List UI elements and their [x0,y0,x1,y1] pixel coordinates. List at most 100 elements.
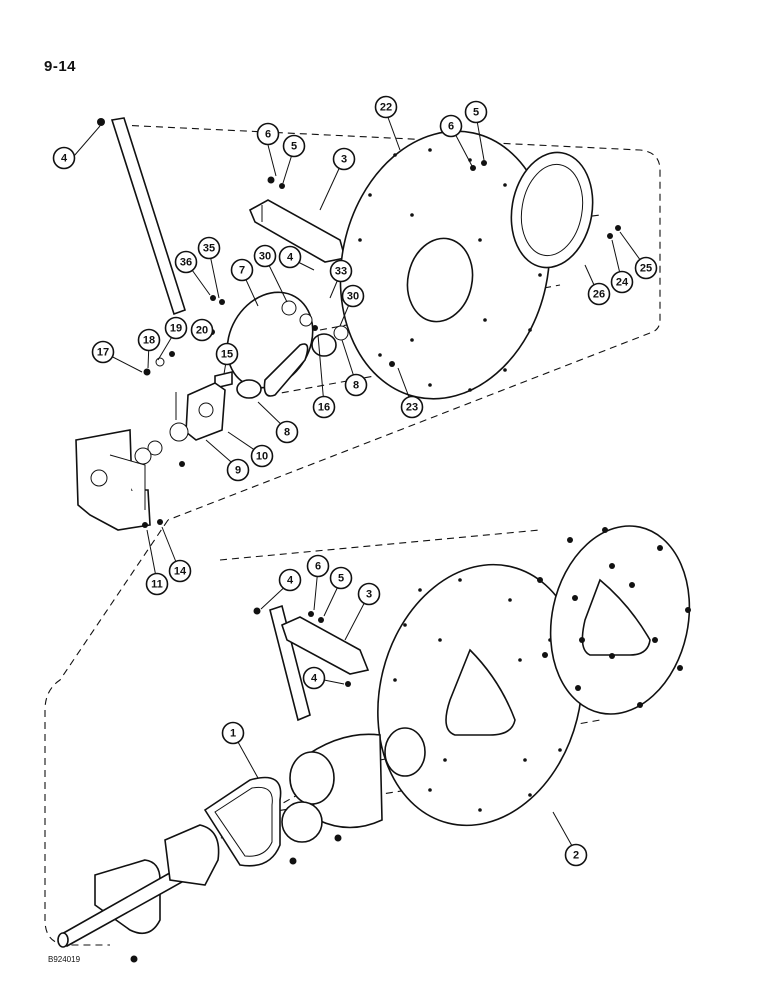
callout-circle [190,318,214,342]
callout-9: 9 [226,458,250,482]
callout-number: 19 [170,323,182,335]
callout-circle [329,566,353,590]
callout-circle [215,342,239,366]
drum-end-right [384,727,426,777]
callout-number: 15 [221,349,233,361]
callout-circle [312,395,336,419]
callout-circle [137,328,161,352]
disc-22-hole [406,237,474,323]
callout-1: 1 [221,721,245,745]
callout-5: 5 [464,100,488,124]
callout-6: 6 [306,554,330,578]
callout-2: 2 [564,843,588,867]
flange-plate [164,824,220,886]
drum-end-bottom [281,801,323,843]
callout-19: 19 [164,316,188,340]
mount-frame [75,429,151,531]
callout-number: 4 [311,673,318,685]
figure-code: B924019 [48,955,81,964]
callout-20: 20 [190,318,214,342]
callout-15: 15 [215,342,239,366]
callout-circle [164,316,188,340]
callout-circle [174,250,198,274]
callout-circle [400,395,424,419]
callout-circle [278,568,302,592]
callout-circle [52,146,76,170]
callout-number: 5 [473,107,479,119]
callout-circle [275,420,299,444]
callout-number: 30 [347,291,359,303]
callout-11: 11 [145,572,169,596]
callout-number: 10 [256,451,268,463]
callout-7: 7 [230,258,254,282]
callout-6: 6 [439,114,463,138]
bolt-4 [97,118,105,126]
callout-5: 5 [282,134,306,158]
callout-number: 22 [380,102,392,114]
callout-circle [610,270,634,294]
callout-number: 26 [593,289,605,301]
callout-circle [302,666,326,690]
callout-number: 8 [284,427,290,439]
callout-number: 2 [573,850,579,862]
callout-23: 23 [400,395,424,419]
callout-circle [278,245,302,269]
callout-4: 4 [52,146,76,170]
callout-number: 25 [640,263,652,275]
callout-number: 4 [287,252,294,264]
callout-14: 14 [168,559,192,583]
callout-number: 23 [406,402,418,414]
callout-circle [564,843,588,867]
callout-5: 5 [329,566,353,590]
callout-18: 18 [137,328,161,352]
callout-circle [226,458,250,482]
callout-number: 16 [318,402,330,414]
callout-number: 8 [353,380,359,392]
callout-number: 36 [180,257,192,269]
callout-number: 3 [341,154,347,166]
callout-circle [357,582,381,606]
callout-number: 9 [235,465,241,477]
callout-number: 5 [338,573,344,585]
callout-number: 6 [448,121,454,133]
callout-30: 30 [341,284,365,308]
callout-30: 30 [253,244,277,268]
callout-circle [341,284,365,308]
callout-number: 1 [230,728,236,740]
callout-circle [168,559,192,583]
callout-number: 17 [97,347,109,359]
drum-end-left [289,751,335,805]
callout-circle [306,554,330,578]
callout-36: 36 [174,250,198,274]
callout-circle [253,244,277,268]
callout-number: 35 [203,243,215,255]
callout-33: 33 [329,259,353,283]
callout-8: 8 [275,420,299,444]
callout-number: 11 [151,579,163,591]
callout-circle [634,256,658,280]
callout-number: 14 [174,566,187,578]
lower-reel-assembly [57,525,691,963]
callout-circle [344,373,368,397]
callout-number: 18 [143,335,155,347]
callout-circle [587,282,611,306]
callout-circle [197,236,221,260]
callout-circle [282,134,306,158]
callout-10: 10 [250,444,274,468]
callout-circle [221,721,245,745]
callout-6: 6 [256,122,280,146]
callout-circle [91,340,115,364]
callout-number: 7 [239,265,245,277]
callout-circle [230,258,254,282]
callout-circle [374,95,398,119]
callout-24: 24 [610,270,634,294]
callout-number: 24 [616,277,629,289]
callout-circle [256,122,280,146]
arm-rod [110,117,186,316]
callout-number: 5 [291,141,297,153]
bracket-3-lower [281,616,370,675]
lower-arm [269,604,311,722]
callout-17: 17 [91,340,115,364]
